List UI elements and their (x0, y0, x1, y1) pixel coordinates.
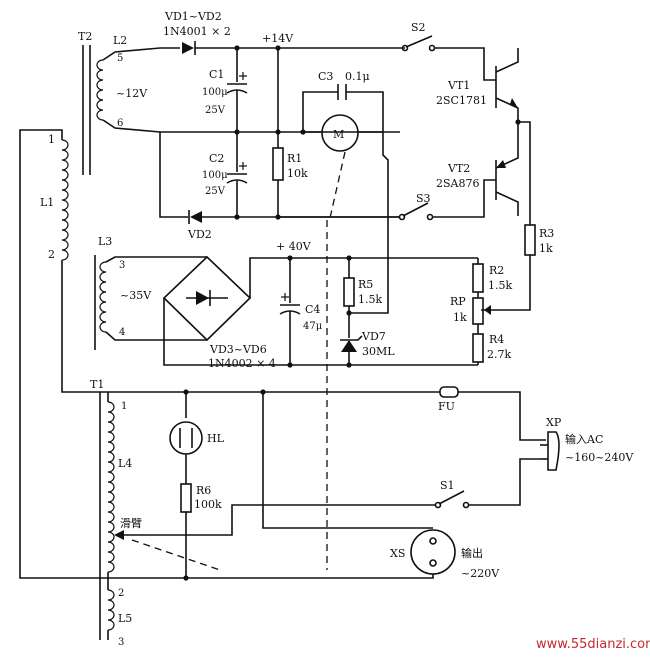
transistor-vt2 (483, 122, 519, 216)
slider-label: 滑臂 (120, 517, 142, 530)
diode-vd1 (182, 41, 196, 55)
vt1-part: 2SC1781 (436, 94, 487, 107)
c2-voltage: 25V (205, 186, 226, 197)
input-label: 输入AC (565, 432, 603, 446)
r4-label: R4 (489, 333, 504, 346)
vd7-label: VD7 (361, 330, 386, 343)
l3-voltage: ~35V (120, 289, 152, 302)
r4-value: 2.7k (487, 348, 511, 361)
neon-lamp-hl (169, 421, 203, 455)
bridge-rectifier (162, 255, 252, 342)
output-label: 输出 (461, 546, 483, 560)
c1-label: C1 (209, 68, 224, 81)
c4-value: 47μ (303, 321, 323, 332)
l1-pin2: 2 (48, 248, 55, 261)
c2-value: 100μ (202, 170, 228, 181)
c3-value: 0.1μ (345, 70, 370, 83)
l3-pin4: 4 (119, 327, 125, 338)
t2-label: T2 (78, 30, 92, 43)
r1-label: R1 (287, 152, 302, 165)
plus40-label: + 40V (276, 240, 312, 253)
vd7-part: 30ML (362, 345, 395, 358)
s1-label: S1 (440, 479, 455, 492)
output-voltage: ~220V (461, 567, 500, 580)
vt2-label: VT2 (447, 162, 470, 175)
vd2-label: VD2 (187, 228, 212, 241)
plug-xp (540, 431, 560, 471)
socket-xs (410, 529, 456, 575)
l2-label: L2 (113, 34, 127, 47)
transistor-vt1 (483, 48, 519, 122)
t1-pin2: 2 (118, 588, 124, 599)
vd3-vd6-part: 1N4002 × 4 (208, 357, 276, 370)
r5-value: 1.5k (358, 293, 382, 306)
l5-label: L5 (118, 612, 132, 625)
l3-pin3: 3 (119, 260, 125, 271)
transformer-t2 (82, 45, 104, 175)
c1-voltage: 25V (205, 105, 226, 116)
l1-label: L1 (40, 196, 54, 209)
r5-label: R5 (358, 278, 373, 291)
vt1-label: VT1 (447, 79, 470, 92)
vd1-vd2-label: VD1~VD2 (164, 10, 222, 23)
xp-label: XP (546, 416, 562, 429)
vd3-vd6-label: VD3~VD6 (209, 343, 267, 356)
diode-vd2 (188, 210, 202, 224)
hl-label: HL (207, 432, 225, 445)
t1-pin1: 1 (121, 401, 127, 412)
input-range: ~160~240V (565, 451, 634, 464)
l3-label: L3 (98, 235, 112, 248)
s3-label: S3 (416, 192, 431, 205)
c1-value: 100μ (202, 87, 228, 98)
watermark: www.55dianzi.com (536, 637, 650, 652)
t1-pin3: 3 (118, 637, 124, 648)
vt2-part: 2SA876 (436, 177, 479, 190)
c3-label: C3 (318, 70, 333, 83)
fu-label: FU (438, 400, 455, 413)
t1-label: T1 (90, 378, 104, 391)
r3-value: 1k (539, 242, 553, 255)
c2-label: C2 (209, 152, 224, 165)
r2-label: R2 (489, 264, 504, 277)
r2-value: 1.5k (488, 279, 512, 292)
plus14-label: +14V (262, 32, 294, 45)
l2-voltage: ~12V (116, 87, 148, 100)
r6-value: 100k (194, 498, 222, 511)
l1-pin1: 1 (48, 133, 55, 146)
xs-label: XS (390, 547, 405, 560)
motor-label: M (333, 128, 344, 141)
rp-value: 1k (453, 311, 467, 324)
rp-label: RP (450, 295, 466, 308)
r3-label: R3 (539, 227, 554, 240)
r6-label: R6 (196, 484, 211, 497)
vd1-vd2-part: 1N4001 × 2 (163, 25, 231, 38)
c4-label: C4 (305, 303, 320, 316)
l2-pin6: 6 (117, 118, 123, 129)
r1-value: 10k (287, 167, 308, 180)
motor-m (321, 114, 359, 152)
s2-label: S2 (411, 21, 426, 34)
fuse-fu (439, 386, 459, 398)
l4-label: L4 (118, 457, 132, 470)
l2-pin5: 5 (117, 53, 123, 64)
